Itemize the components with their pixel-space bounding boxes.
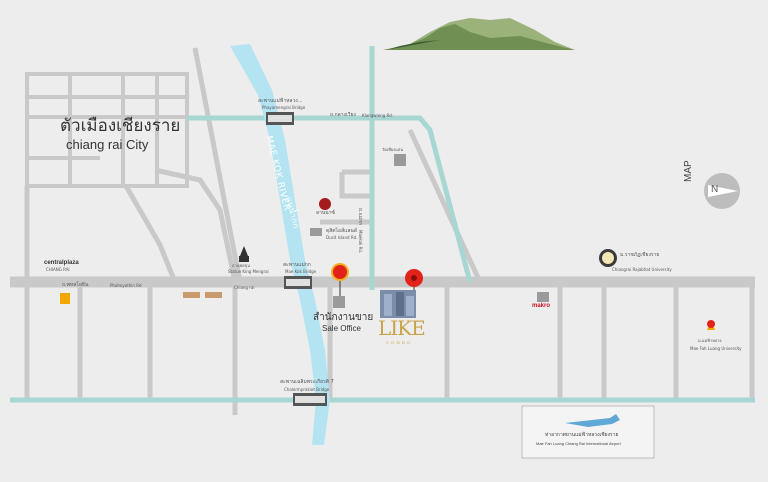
- city-name-english: chiang rai City: [66, 137, 149, 152]
- hotel-label-thai: ดุสิตไอส์แลนด์: [326, 228, 358, 234]
- vertical-road-thai: ถ.แม่กก: [357, 208, 363, 226]
- central-plaza-logo: centralplaza: [44, 260, 79, 266]
- middle-bridge-thai: สะพานแม่กก: [283, 262, 311, 268]
- middle-bridge-english: Mae Kok Bridge: [285, 269, 317, 274]
- south-bridge-thai: สะพานเฉลิมพระเกียรติ 7: [280, 379, 334, 385]
- airport-name-thai: ท่าอากาศยานแม่ฟ้าหลวงเชียงราย: [545, 432, 619, 438]
- project-logo: LIKE: [378, 316, 426, 340]
- hotel-logo-label: ลานนาซ์: [316, 210, 335, 216]
- airport-box: [521, 405, 655, 459]
- compass-icon: [704, 173, 740, 209]
- main-road-teal: [10, 46, 755, 403]
- map-label: MAP: [683, 160, 694, 182]
- sale-office-english: Sale Office: [322, 324, 361, 333]
- city-name-thai: ตัวเมืองเชียงราย: [60, 116, 181, 136]
- maefah-label-thai: ม.แม่ฟ้าหลวง: [698, 338, 722, 343]
- compass-north-label: N: [711, 184, 719, 195]
- hotel-label-english: Dusit Island Rd.: [326, 235, 358, 240]
- bridges: [266, 112, 327, 406]
- central-plaza-sub: CHIANG RAI: [46, 267, 70, 272]
- city-grid: [25, 72, 189, 188]
- maefah-label-english: Mae Fah Luang University: [690, 346, 742, 351]
- rajabhat-label-thai: ม.ราชภัฏเชียงราย: [620, 252, 660, 258]
- vertical-road-english: Maekok Rd.: [358, 230, 363, 254]
- airport-name-english: Mae Fah Luang Chiang Rai International A…: [536, 441, 621, 446]
- makro-logo: makro: [532, 303, 551, 309]
- building-icons: [60, 154, 715, 330]
- statue-label-city: Chiang rai: [234, 285, 255, 290]
- north-road-english: Klangwieng Rd.: [362, 113, 394, 118]
- temple-label: วัดเชียงแสน: [382, 147, 403, 152]
- north-road-thai: ถ.กลางเวียง: [330, 112, 356, 118]
- project-location-pin[interactable]: [405, 269, 423, 294]
- north-bridge-english: Phayamengrai Bridge: [262, 105, 306, 110]
- statue-label-thai: ลานพ่อขุน: [232, 263, 250, 268]
- main-road-thai: ถ.พหลโยธิน: [62, 282, 89, 288]
- statue-label-english: Statue King Mengrai: [228, 269, 269, 274]
- sale-office-pin[interactable]: [331, 263, 349, 296]
- mountain-illustration: [383, 18, 575, 50]
- main-road-english: Phahoyothin Rd: [110, 283, 142, 288]
- north-bridge-thai: สะพานแม่ฟ้าหลวง...: [258, 98, 303, 104]
- project-logo-sub: CONDO: [386, 340, 413, 345]
- south-bridge-english: Chalermprakiet Bridge: [284, 387, 330, 392]
- rajabhat-label-english: Chiangrai Rajabhat University: [612, 267, 672, 272]
- sale-office-thai: สำนักงานขาย: [313, 312, 374, 323]
